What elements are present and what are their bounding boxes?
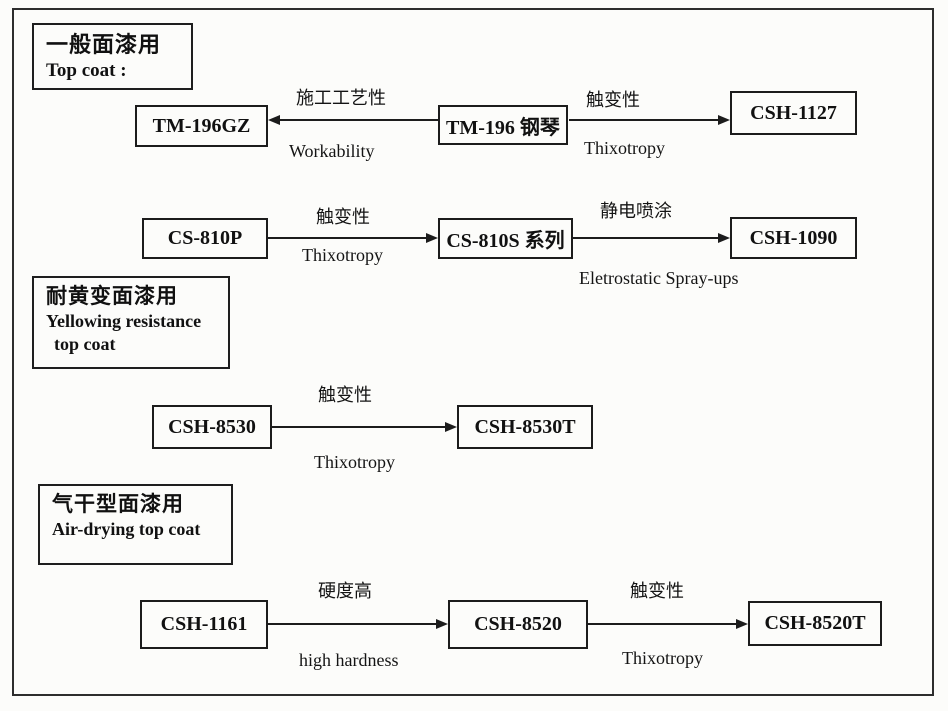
edge-label-en: high hardness bbox=[299, 650, 399, 670]
diagram-outer-border bbox=[12, 8, 934, 696]
node-cs-810p: CS-810P bbox=[142, 218, 268, 259]
arrow-cs810s-to-csh1090 bbox=[573, 237, 718, 239]
section-title-zh: 耐黄变面漆用 bbox=[46, 285, 178, 308]
section-title-zh: 气干型面漆用 bbox=[52, 493, 184, 516]
edge-label-en: Thixotropy bbox=[314, 452, 395, 472]
arrow-csh8530-to-csh8530t bbox=[272, 426, 445, 428]
section-box-air-drying: 气干型面漆用 Air-drying top coat bbox=[38, 484, 233, 565]
node-csh-8530: CSH-8530 bbox=[152, 405, 272, 449]
edge-label-zh: 触变性 bbox=[630, 581, 684, 601]
edge-label-zh: 触变性 bbox=[586, 90, 640, 110]
section-box-top-coat: 一般面漆用 Top coat : bbox=[32, 23, 193, 90]
section-title-en: Air-drying top coat bbox=[52, 519, 201, 540]
node-tm-196-piano: TM-196 钢琴 bbox=[438, 105, 568, 145]
section-title-en-line2: top coat bbox=[54, 333, 116, 354]
section-box-yellowing-resistance: 耐黄变面漆用 Yellowing resistance top coat bbox=[32, 276, 230, 369]
node-tm-196gz: TM-196GZ bbox=[135, 105, 268, 147]
arrow-tm196piano-to-tm196gz bbox=[280, 119, 438, 121]
edge-label-en: Thixotropy bbox=[302, 245, 383, 265]
edge-label-en: Eletrostatic Spray-ups bbox=[579, 268, 739, 288]
edge-label-en: Thixotropy bbox=[622, 648, 703, 668]
edge-label-en: Workability bbox=[289, 141, 375, 161]
edge-label-zh: 静电喷涂 bbox=[600, 201, 672, 221]
section-title-en: Top coat : bbox=[46, 59, 127, 81]
node-csh-8530t: CSH-8530T bbox=[457, 405, 593, 449]
section-title-zh: 一般面漆用 bbox=[46, 32, 162, 57]
node-csh-1127: CSH-1127 bbox=[730, 91, 857, 135]
node-csh-1161: CSH-1161 bbox=[140, 600, 268, 649]
edge-label-zh: 硬度高 bbox=[318, 581, 372, 601]
node-cs-810s-series: CS-810S 系列 bbox=[438, 218, 573, 259]
edge-label-zh: 触变性 bbox=[318, 385, 372, 405]
arrow-cs810p-to-cs810s bbox=[268, 237, 426, 239]
section-title-en: Yellowing resistance bbox=[46, 311, 202, 332]
arrow-tm196piano-to-csh1127 bbox=[569, 119, 718, 121]
edge-label-zh: 触变性 bbox=[316, 207, 370, 227]
node-csh-8520: CSH-8520 bbox=[448, 600, 588, 649]
node-csh-8520t: CSH-8520T bbox=[748, 601, 882, 646]
arrow-csh8520-to-csh8520t bbox=[588, 623, 736, 625]
arrow-csh1161-to-csh8520 bbox=[268, 623, 436, 625]
edge-label-en: Thixotropy bbox=[584, 138, 665, 158]
node-csh-1090: CSH-1090 bbox=[730, 217, 857, 259]
edge-label-zh: 施工工艺性 bbox=[296, 88, 386, 108]
